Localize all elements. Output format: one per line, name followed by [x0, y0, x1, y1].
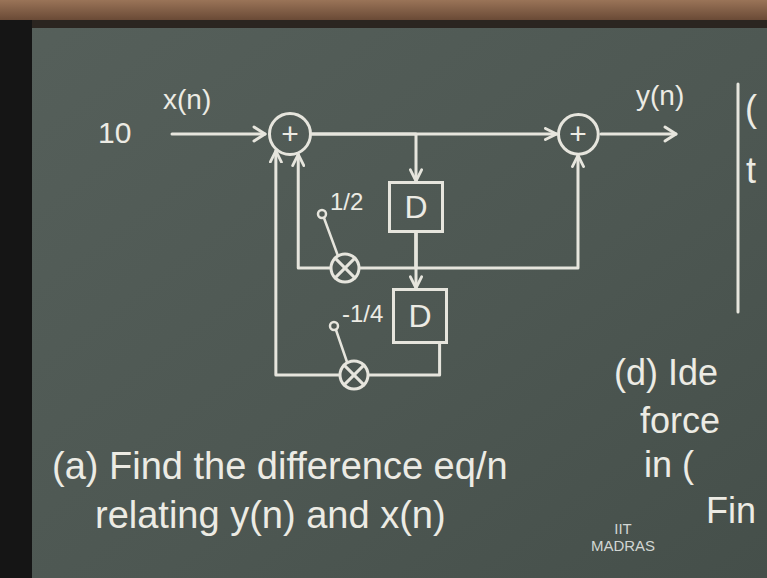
node-text: D [408, 300, 431, 332]
input-arrowhead [254, 127, 265, 141]
node-text: D [404, 191, 427, 223]
delay-box: D [392, 288, 448, 344]
question-text: Fin [706, 490, 756, 531]
wooden-frame [0, 0, 767, 20]
signal-connector [416, 155, 578, 268]
output-arrowhead [665, 127, 676, 141]
adder-circle: + [557, 113, 600, 156]
frame-shadow [0, 20, 767, 28]
node-text: + [281, 119, 299, 149]
multiplier-cross [344, 365, 364, 385]
coefficient-stem [336, 330, 347, 362]
delay-box: D [388, 181, 444, 233]
signal-connector [312, 134, 416, 181]
signal-connector [298, 154, 416, 268]
adder-outline-circle [558, 114, 598, 154]
question-text: (a) Find the difference eq/n relating y(… [52, 442, 595, 541]
input-value: 10 [98, 116, 131, 151]
board-edge [0, 20, 32, 578]
node-text: + [569, 119, 587, 149]
multiplier-symbol [331, 254, 359, 282]
question-text: (d) Ide [614, 352, 718, 393]
output-wire [601, 133, 676, 136]
signal-name: y(n) [636, 80, 684, 112]
input-wire [172, 133, 265, 136]
cut-off-text: t [746, 150, 756, 191]
multiplier-circle [331, 254, 359, 282]
question-text: force [640, 400, 720, 441]
coefficient-stem [324, 218, 338, 256]
multiplier-circle [340, 361, 368, 389]
coefficient-tap [330, 322, 338, 330]
coefficient-tap [318, 210, 326, 218]
question-text: in ( [644, 444, 694, 485]
multiplier-cross [335, 258, 355, 278]
multiplier-symbol [340, 361, 368, 389]
signal-name: x(n) [163, 84, 211, 116]
divider-line [737, 84, 740, 312]
gain-coefficient: -1/4 [342, 300, 383, 328]
watermark: IIT MADRAS [585, 520, 661, 555]
gain-coefficient: 1/2 [330, 188, 363, 216]
cut-off-text: ( [745, 88, 757, 129]
adder-circle: + [268, 112, 312, 156]
multiplier-cross [335, 258, 355, 278]
adder-outline-circle [270, 114, 311, 155]
multiplier-cross [344, 365, 364, 385]
